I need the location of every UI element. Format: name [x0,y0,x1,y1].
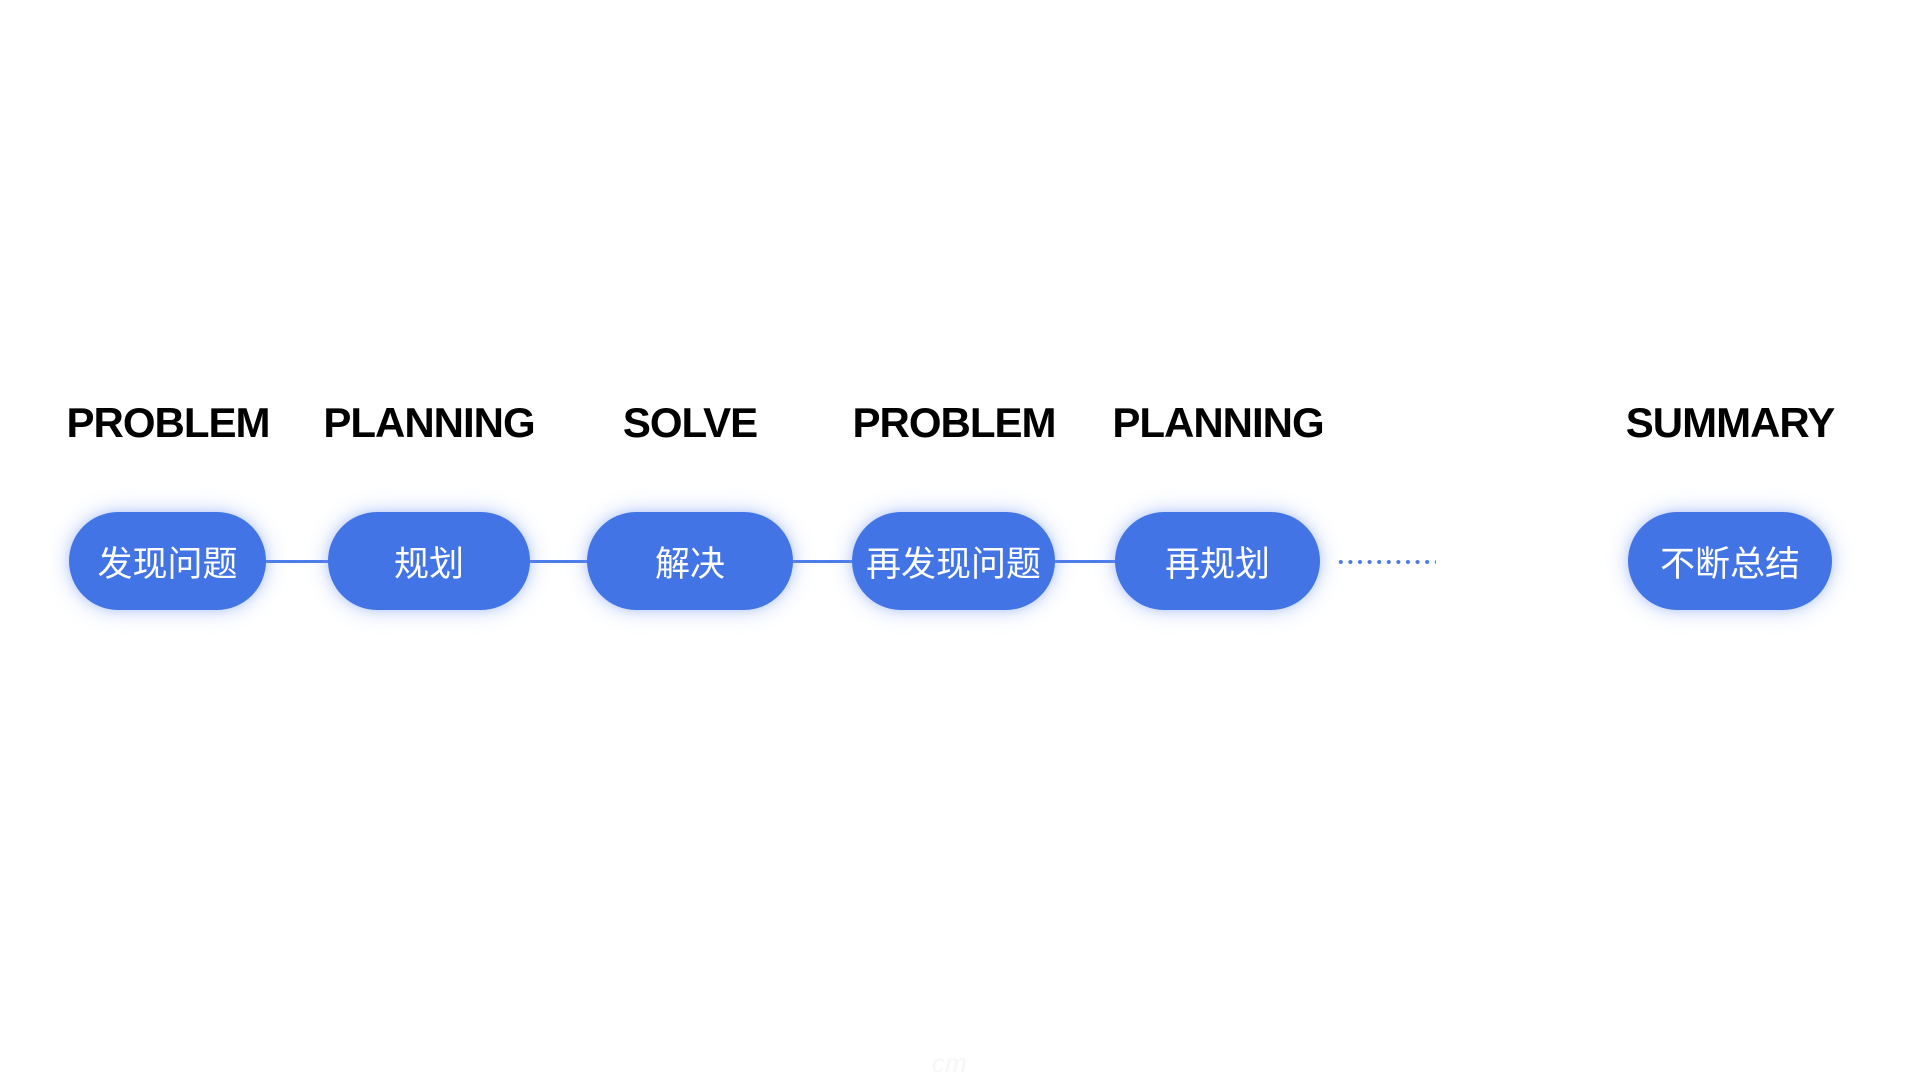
ellipsis-dotted-line [1336,558,1436,566]
stage-label-planning-2: PLANNING [1112,399,1324,446]
stage-pill-rediscover-problem: 再发现问题 [852,512,1055,610]
stage-label-problem-1: PROBLEM [66,399,271,446]
stage-pill-summarize: 不断总结 [1628,512,1832,610]
stage-label-problem-2: PROBLEM [852,399,1057,446]
watermark: cm [932,1048,967,1079]
stage-label-solve: SOLVE [622,399,758,446]
stage-pill-discover-problem: 发现问题 [69,512,266,610]
connector-line-2 [526,560,591,563]
stage-label-planning-1: PLANNING [323,399,535,446]
connector-line-3 [789,560,856,563]
stage-pill-plan: 规划 [328,512,530,610]
connector-line-4 [1051,560,1119,563]
stage-label-summary: SUMMARY [1625,399,1835,446]
stage-pill-replan: 再规划 [1115,512,1320,610]
connector-line-1 [262,560,332,563]
stage-pill-solve: 解决 [587,512,793,610]
